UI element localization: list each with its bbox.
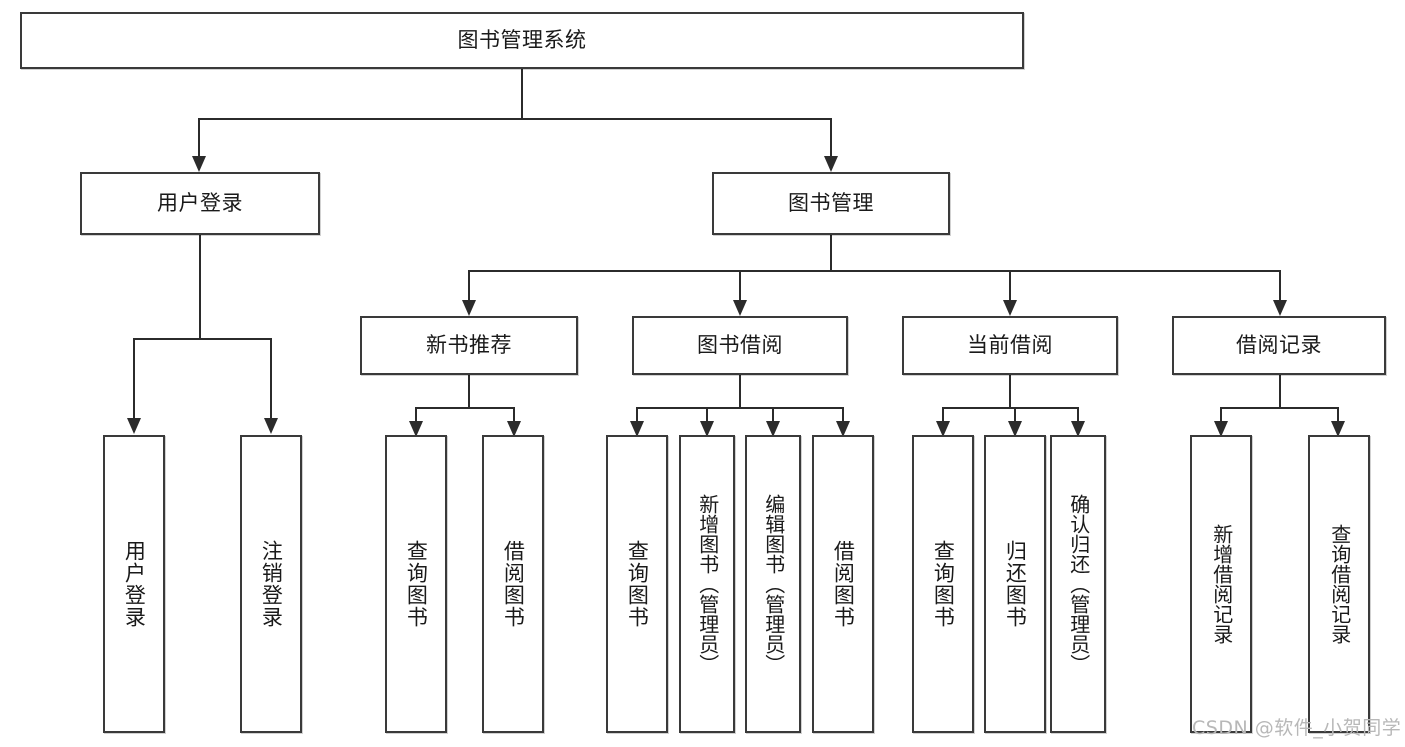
connector-login-trunk xyxy=(199,235,201,340)
leaf-node[interactable]: 编辑图书（管理员） xyxy=(745,435,801,733)
level3-node[interactable]: 当前借阅 xyxy=(902,316,1118,375)
leaf-label: 归还图书 xyxy=(1003,540,1028,628)
leaf-label: 确认归还（管理员） xyxy=(1066,494,1091,674)
connector-g2-trunk xyxy=(739,375,741,409)
connector-root-bus xyxy=(198,118,832,120)
leaf-node[interactable]: 确认归还（管理员） xyxy=(1050,435,1106,733)
level2-node[interactable]: 图书管理 xyxy=(712,172,950,235)
leaf-label: 查询图书 xyxy=(625,540,650,628)
connector-books-drop-1 xyxy=(468,270,470,300)
arrowhead-g4-drop-a-icon xyxy=(1214,421,1228,437)
leaf-node[interactable]: 借阅图书 xyxy=(482,435,544,733)
connector-g1-bus xyxy=(415,407,514,409)
connector-g4-bus xyxy=(1220,407,1338,409)
arrowhead-books-drop-1-icon xyxy=(462,300,476,316)
leaf-node[interactable]: 注销登录 xyxy=(240,435,302,733)
arrowhead-books-drop-4-icon xyxy=(1273,300,1287,316)
leaf-label: 注销登录 xyxy=(259,540,284,628)
connector-root-drop-right xyxy=(830,118,832,156)
arrowhead-g2-drop-c-icon xyxy=(766,421,780,437)
leaf-label: 查询借阅记录 xyxy=(1327,524,1352,644)
leaf-label: 查询图书 xyxy=(404,540,429,628)
connector-books-trunk xyxy=(830,235,832,272)
level3-label: 图书借阅 xyxy=(697,333,783,358)
connector-g4-trunk xyxy=(1279,375,1281,409)
connector-g1-drop-a xyxy=(415,407,417,421)
connector-books-drop-3 xyxy=(1009,270,1011,300)
connector-g4-drop-b xyxy=(1337,407,1339,421)
arrowhead-root-drop-right-icon xyxy=(824,156,838,172)
arrowhead-login-drop-b-icon xyxy=(264,418,278,434)
connector-books-drop-2 xyxy=(739,270,741,300)
arrowhead-g2-drop-d-icon xyxy=(836,421,850,437)
arrowhead-g3-drop-c-icon xyxy=(1071,421,1085,437)
level3-node[interactable]: 新书推荐 xyxy=(360,316,578,375)
root-node[interactable]: 图书管理系统 xyxy=(20,12,1024,69)
connector-login-drop-a xyxy=(133,338,135,418)
level2-label: 图书管理 xyxy=(788,191,874,216)
leaf-label: 用户登录 xyxy=(122,540,147,628)
arrowhead-g4-drop-b-icon xyxy=(1331,421,1345,437)
connector-root-drop-left xyxy=(198,118,200,156)
level2-label: 用户登录 xyxy=(157,191,243,216)
connector-login-drop-b xyxy=(270,338,272,418)
arrowhead-root-drop-left-icon xyxy=(192,156,206,172)
arrowhead-g3-drop-a-icon xyxy=(936,421,950,437)
leaf-node[interactable]: 查询图书 xyxy=(606,435,668,733)
arrowhead-books-drop-3-icon xyxy=(1003,300,1017,316)
connector-g2-drop-b xyxy=(706,407,708,421)
arrowhead-login-drop-a-icon xyxy=(127,418,141,434)
arrowhead-g2-drop-b-icon xyxy=(700,421,714,437)
arrowhead-g1-drop-a-icon xyxy=(409,421,423,437)
leaf-label: 借阅图书 xyxy=(501,540,526,628)
level3-label: 当前借阅 xyxy=(967,333,1053,358)
leaf-node[interactable]: 查询借阅记录 xyxy=(1308,435,1370,733)
connector-g3-drop-b xyxy=(1014,407,1016,421)
leaf-label: 新增借阅记录 xyxy=(1209,524,1234,644)
leaf-label: 编辑图书（管理员） xyxy=(761,494,786,674)
arrowhead-g2-drop-a-icon xyxy=(630,421,644,437)
leaf-node[interactable]: 查询图书 xyxy=(912,435,974,733)
leaf-node[interactable]: 新增图书（管理员） xyxy=(679,435,735,733)
connector-root-trunk xyxy=(521,69,523,120)
connector-g2-bus xyxy=(636,407,843,409)
leaf-label: 借阅图书 xyxy=(831,540,856,628)
level3-label: 借阅记录 xyxy=(1236,333,1322,358)
connector-g4-drop-a xyxy=(1220,407,1222,421)
level3-node[interactable]: 图书借阅 xyxy=(632,316,848,375)
leaf-node[interactable]: 新增借阅记录 xyxy=(1190,435,1252,733)
connector-g3-bus xyxy=(942,407,1078,409)
connector-books-bus xyxy=(468,270,1280,272)
leaf-node[interactable]: 借阅图书 xyxy=(812,435,874,733)
leaf-node[interactable]: 用户登录 xyxy=(103,435,165,733)
arrowhead-books-drop-2-icon xyxy=(733,300,747,316)
arrowhead-g3-drop-b-icon xyxy=(1008,421,1022,437)
level2-node[interactable]: 用户登录 xyxy=(80,172,320,235)
connector-g1-trunk xyxy=(468,375,470,409)
connector-g3-drop-c xyxy=(1077,407,1079,421)
connector-g2-drop-c xyxy=(772,407,774,421)
arrowhead-g1-drop-b-icon xyxy=(507,421,521,437)
connector-g2-drop-d xyxy=(842,407,844,421)
leaf-label: 新增图书（管理员） xyxy=(695,494,720,674)
connector-g3-trunk xyxy=(1009,375,1011,409)
root-label: 图书管理系统 xyxy=(457,28,587,53)
connector-g2-drop-a xyxy=(636,407,638,421)
connector-g3-drop-a xyxy=(942,407,944,421)
level3-label: 新书推荐 xyxy=(426,333,512,358)
leaf-node[interactable]: 查询图书 xyxy=(385,435,447,733)
connector-g1-drop-b xyxy=(513,407,515,421)
connector-login-bus xyxy=(133,338,271,340)
level3-node[interactable]: 借阅记录 xyxy=(1172,316,1386,375)
connector-books-drop-4 xyxy=(1279,270,1281,300)
leaf-label: 查询图书 xyxy=(931,540,956,628)
leaf-node[interactable]: 归还图书 xyxy=(984,435,1046,733)
